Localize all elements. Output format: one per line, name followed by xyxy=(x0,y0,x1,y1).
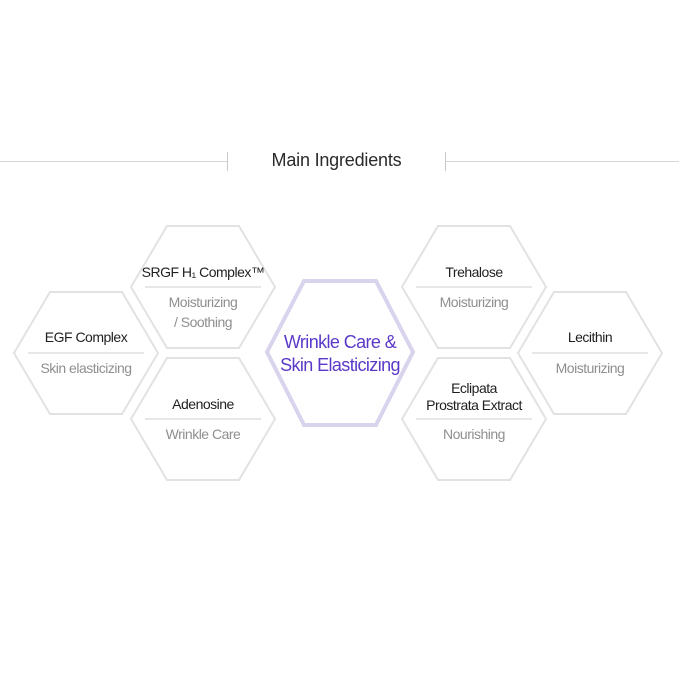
section-title: Main Ingredients xyxy=(271,150,402,170)
ingredient-desc-egf: Skin elasticizing xyxy=(40,360,132,376)
ingredient-desc-srgf: Moisturizing / Soothing xyxy=(168,294,238,330)
center-line-2: Skin Elasticizing xyxy=(280,355,400,375)
ingredient-name-egf: EGF Complex xyxy=(44,329,128,345)
header-rule-left xyxy=(0,161,227,162)
center-line-1: Wrinkle Care & xyxy=(283,332,397,352)
ingredient-name-lecithin: Lecithin xyxy=(567,329,613,345)
ingredient-desc-trehalose: Moisturizing xyxy=(439,294,509,310)
ingredient-desc-lecithin: Moisturizing xyxy=(555,360,625,376)
ingredient-desc-eclipata: Nourishing xyxy=(443,426,505,442)
ingredient-name-eclipata: Eclipata Prostrata Extract xyxy=(426,380,522,413)
ingredient-name-trehalose: Trehalose xyxy=(445,264,503,280)
header-rule-right xyxy=(446,161,679,162)
header-tick-left xyxy=(227,152,228,171)
ingredient-desc-adenosine: Wrinkle Care xyxy=(165,426,241,442)
header-tick-right xyxy=(445,152,446,171)
hex-center-main xyxy=(264,279,416,427)
ingredient-name-srgf: SRGF H₁ Complex™ xyxy=(141,264,265,280)
ingredient-name-adenosine: Adenosine xyxy=(172,396,234,412)
